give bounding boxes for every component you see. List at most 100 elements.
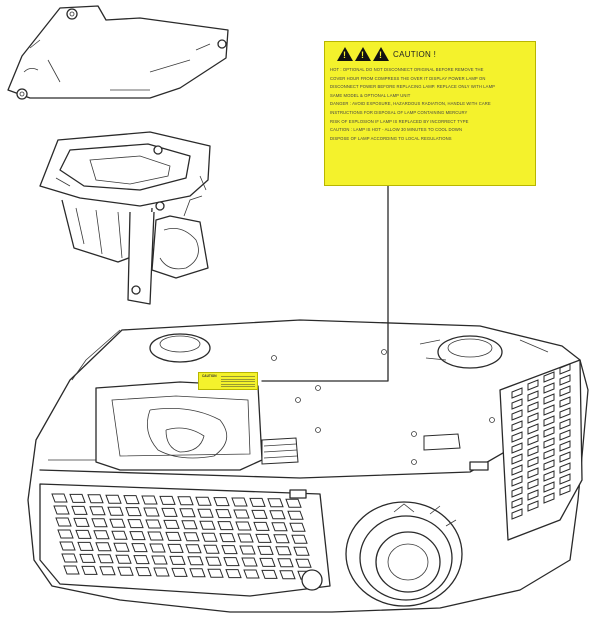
vent-slot [141,495,158,505]
caution-line: DISPOSE OF LAMP ACCORDING TO LOCAL REGUL… [330,135,452,141]
side-vent-slot [559,484,571,496]
vent-slot [237,533,254,543]
vent-slot [177,496,194,506]
vent-slot [111,530,128,540]
vent-slot [295,558,312,568]
side-vent-slot [511,486,523,498]
vent-slot [95,542,112,552]
vent-slot [87,494,104,504]
vent-slot [59,541,76,551]
vent-slot [287,510,304,520]
vent-slot [217,521,234,531]
side-vent-slot [559,473,571,485]
side-vent-slot [511,387,523,399]
vent-slot [89,506,106,516]
vent-slot [73,517,90,527]
vent-slot [269,510,286,520]
side-vent-slot [543,415,555,427]
side-vent-slot [559,429,571,441]
vent-slot [199,520,216,530]
vent-slot [243,569,260,579]
vent-slot [221,545,238,555]
side-vent-slot [559,451,571,463]
vent-slot [183,532,200,542]
vent-slot [179,508,196,518]
lamp-module-screw-2 [155,201,165,211]
vent-slot [251,509,268,519]
vent-slot [271,522,288,532]
side-vent-slot [559,385,571,397]
lamp-bay-caution-label: CAUTION [198,372,258,390]
vent-slot [69,493,86,503]
side-vent-slot [511,431,523,443]
vent-slot [289,522,306,532]
projector-body [27,319,589,613]
vent-slot [77,541,94,551]
side-vent-slot [543,404,555,416]
vent-slot [135,567,152,577]
vent-slot [225,569,242,579]
side-vent-slot [559,418,571,430]
caution-line: COVER HOUR FROM COMPRESS THE OVER IT DIS… [330,75,486,81]
vent-slot [259,557,276,567]
vent-slot [79,553,96,563]
vent-slot [55,517,72,527]
vent-slot [267,498,284,508]
side-vent-slot [543,492,555,504]
vent-slot [81,565,98,575]
vent-slot [167,543,184,553]
side-vent-slot [527,467,539,479]
vent-slot [57,529,74,539]
side-vent-slot [527,478,539,490]
vent-slot [213,497,230,507]
vent-slot [117,566,134,576]
side-vent-slot [511,464,523,476]
side-vent-slot [543,393,555,405]
vent-slot [187,556,204,566]
vent-slot [153,567,170,577]
vent-slot [205,556,222,566]
vent-slot [163,519,180,529]
side-vent-slot [543,371,555,383]
vent-slot [189,568,206,578]
ribbed-grip [261,433,461,465]
vent-slot [51,493,68,503]
cover-screw-top [66,8,78,20]
vent-slot [219,533,236,543]
side-vent-slot [543,382,555,394]
side-vent-slot [559,462,571,474]
side-vent-slot [559,407,571,419]
side-vent-slot [543,470,555,482]
vent-slot [159,495,176,505]
zoom-ring [149,333,211,363]
vent-slot [75,529,92,539]
front-vent-grille [39,483,331,597]
side-vent-slot [543,426,555,438]
side-vent-slot [511,453,523,465]
vent-slot [123,495,140,505]
side-vent-slot [527,423,539,435]
vent-slot [197,508,214,518]
vent-slot [285,498,302,508]
caution-line: RISK OF EXPLOSION IF LAMP IS REPLACED BY… [330,118,469,124]
side-vent-slot [559,396,571,408]
vent-slot [203,544,220,554]
side-vent-slot [511,475,523,487]
mini-label-title: CAUTION [202,374,217,378]
caution-line: SAME MODEL & OPTIONAL LAMP UNIT [330,92,411,98]
vent-slot [233,509,250,519]
side-vent-slot [559,440,571,452]
side-vent-slot [527,390,539,402]
caution-line: DANGER : AVOID EXPOSURE, HAZARDOUS RADIA… [330,101,491,107]
lamp-cover [7,5,229,100]
side-vent-slot [527,401,539,413]
vent-slot [107,506,124,516]
vent-slot [169,555,186,565]
vent-slot [261,569,278,579]
side-vent-slot [527,456,539,468]
callout-leader [261,185,389,382]
side-vent-slot [511,442,523,454]
vent-slot [249,497,266,507]
vent-slot [99,566,116,576]
side-vent-slot [543,437,555,449]
